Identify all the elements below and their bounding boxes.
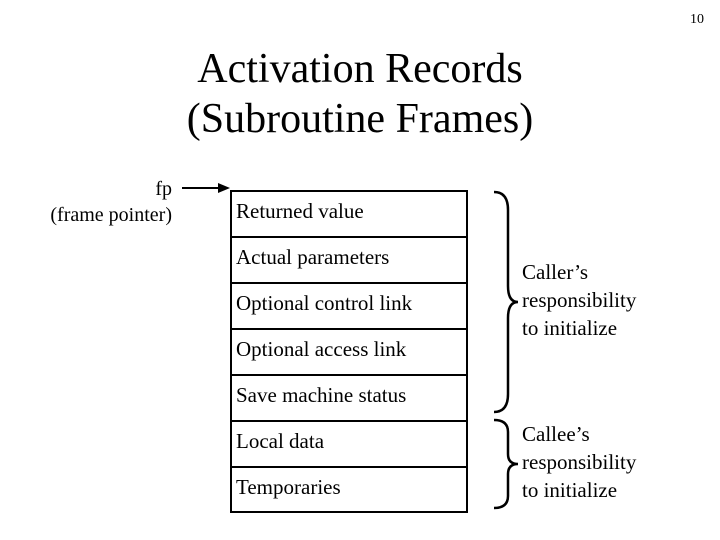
frame-row-temporaries: Temporaries — [236, 475, 341, 499]
page-number: 10 — [690, 12, 704, 27]
frame-row-optional-control-link: Optional control link — [232, 284, 466, 330]
title-line-2: (Subroutine Frames) — [186, 96, 534, 142]
caller-note-line-1: Caller’s — [522, 260, 589, 284]
frame-row-actual-parameters: Actual parameters — [232, 238, 466, 284]
callee-note-line-1: Callee’s — [522, 422, 590, 446]
callee-responsibility-note: Callee’s responsibility to initialize — [522, 420, 636, 504]
caller-note-line-2: responsibility — [522, 288, 637, 312]
slide-title: Activation Records (Subroutine Frames) — [0, 44, 720, 144]
fp-label-line-1: fp — [155, 178, 172, 200]
callee-note-line-2: responsibility — [522, 450, 637, 474]
frame-row-optional-access-link: Optional access link — [232, 330, 466, 376]
frame-pointer-label: fp (frame pointer) — [10, 176, 172, 228]
frame-pointer-arrow-icon — [182, 183, 230, 193]
frame-row-returned-value: Returned value — [232, 192, 466, 238]
fp-label-line-2: (frame pointer) — [50, 204, 172, 226]
title-line-1: Activation Records — [197, 46, 523, 92]
caller-brace-icon — [493, 190, 519, 414]
frame-row-local-data: Local data — [232, 422, 466, 468]
caller-responsibility-note: Caller’s responsibility to initialize — [522, 258, 636, 342]
activation-record-frame: Returned value Actual parameters Optiona… — [230, 190, 468, 513]
caller-note-line-3: to initialize — [522, 316, 618, 340]
callee-brace-icon — [493, 418, 519, 510]
frame-row-save-machine-status: Save machine status — [232, 376, 466, 422]
callee-note-line-3: to initialize — [522, 478, 618, 502]
